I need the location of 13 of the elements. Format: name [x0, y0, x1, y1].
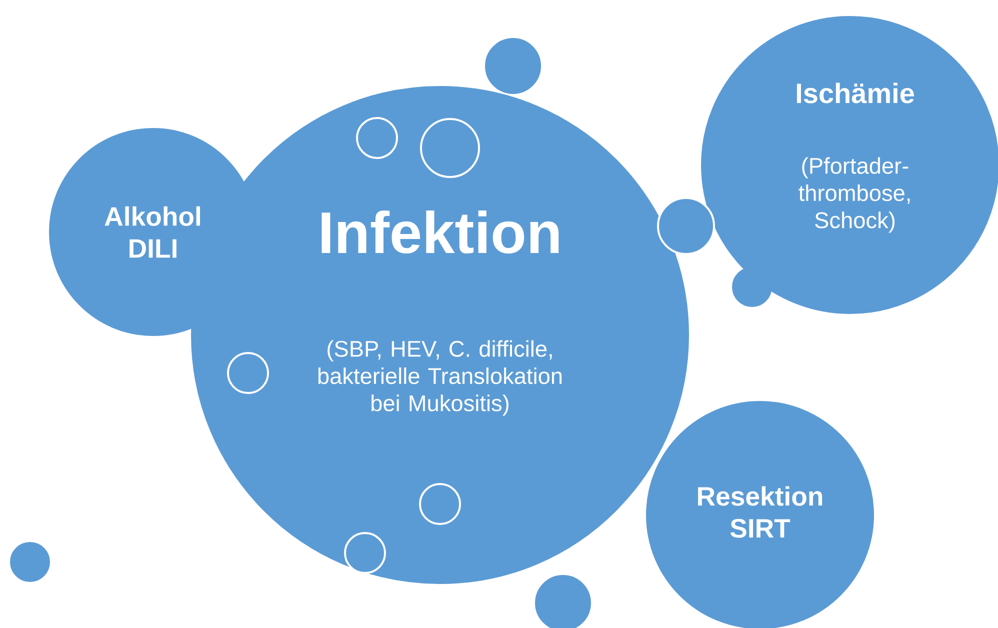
small-bubble — [420, 118, 480, 178]
small-bubble — [344, 532, 386, 574]
bubble: Resektion SIRT — [646, 401, 874, 628]
bubble: Ischämie (Pfortader-thrombose, Schock) — [701, 16, 998, 314]
small-bubble — [535, 575, 591, 628]
small-bubble — [657, 197, 716, 255]
bubble: Alkohol DILI — [49, 128, 257, 336]
small-bubble — [485, 38, 541, 94]
small-bubble — [419, 483, 461, 525]
small-bubble — [356, 117, 398, 159]
small-bubble — [227, 352, 269, 394]
small-bubble — [732, 267, 772, 307]
small-bubble — [10, 542, 50, 582]
